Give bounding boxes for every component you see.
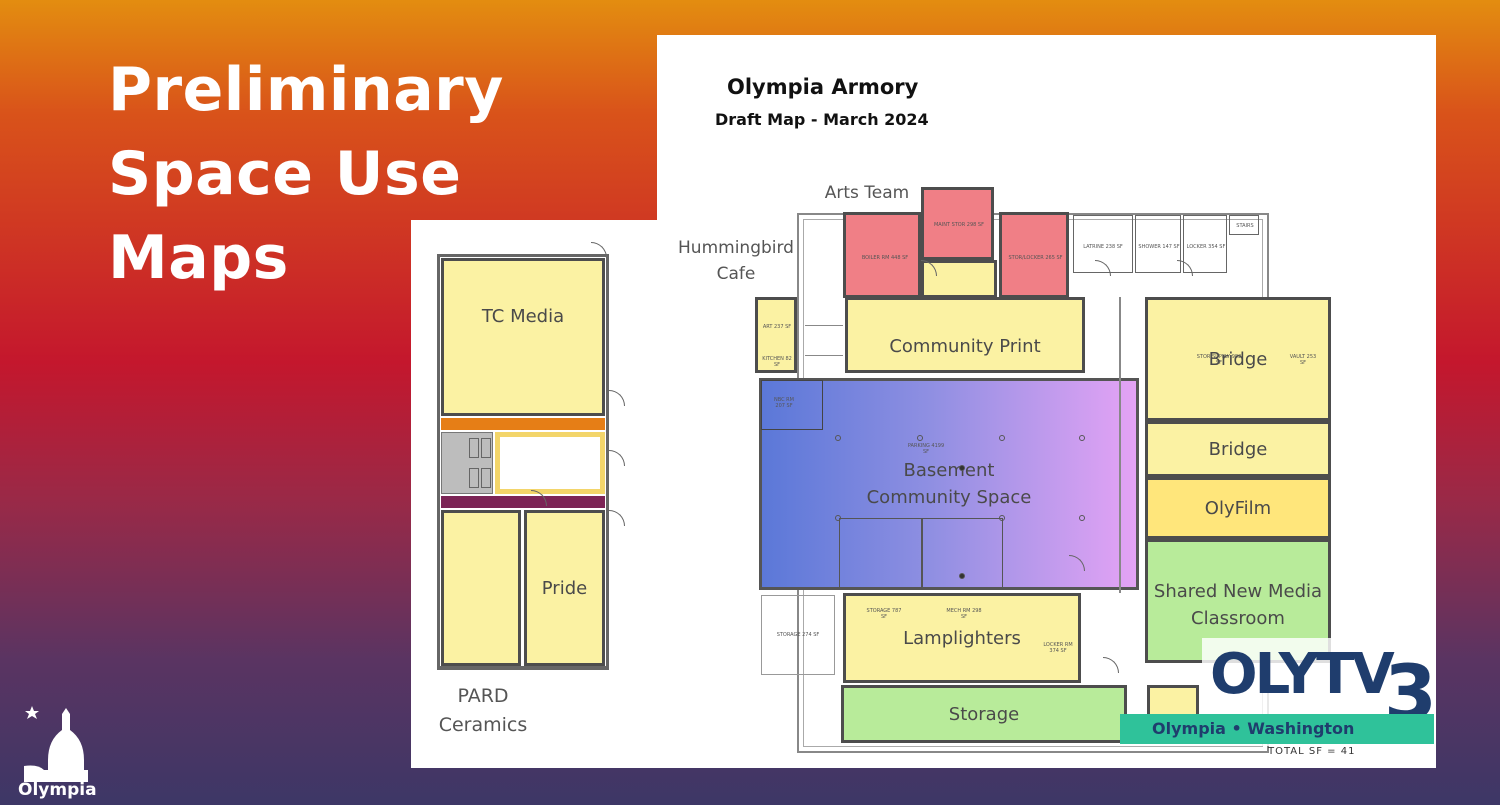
room-shower: SHOWER 147 SF [1135,215,1181,273]
room-storage-label: Storage [948,703,1020,725]
room-community-print-label: Community Print [889,335,1041,357]
room-basement-label-2: Community Space [866,487,1032,508]
slide-title-line-1: Preliminary [108,55,504,125]
left-map-panel: TC Media Pride PARD Ceramics [411,220,661,768]
room-bridge-1: Bridge STOR/SUPPLY 982 SF VAULT 253 SF [1145,297,1331,421]
slide-title-line-2: Space Use [108,139,462,209]
total-sf-label: TOTAL SF = 41 [1268,746,1356,757]
room-bridge-2-label: Bridge [1208,438,1268,460]
corridor-purple [441,496,605,508]
olytv-location-bar [1120,714,1434,744]
room-lamplighters: Lamplighters STORAGE 787 SF MECH RM 298 … [843,593,1081,683]
hummingbird-cafe-label: Hummingbird Cafe [678,238,794,284]
olytv-location: Olympia • Washington [1152,719,1355,738]
arts-team-label: Arts Team [824,183,910,203]
room-bridge-1-label: Bridge [1208,348,1268,370]
map-subtitle: Draft Map - March 2024 [715,110,929,129]
room-olyfilm: OlyFilm [1145,477,1331,539]
room-stor-locker: STOR/LOCKER 265 SF [999,212,1069,298]
room-storage-left: STORAGE 274 SF [761,595,835,675]
slide-title-line-3: Maps [108,223,289,293]
room-stairs: STAIRS [1229,215,1259,235]
pard-ceramics-label: PARD Ceramics [438,685,528,736]
room-boiler: BOILER RM 448 SF [843,212,921,298]
room-art: ART 237 SF KITCHEN 82 SF [755,297,797,373]
olytv-brand: OLYTV [1210,642,1395,707]
olympia-logo-text: Olympia [18,780,97,800]
map-title: Olympia Armory [727,75,919,99]
hall-space [495,432,605,494]
room-tc-media-label: TC Media [481,306,565,327]
room-shared-media-label-1: Shared New Media [1153,581,1323,602]
olytv-watermark: OLYTV 3 Olympia • Washington [1120,638,1437,746]
room-tc-media: TC Media [441,258,605,416]
room-locker: LOCKER 354 SF [1183,215,1227,273]
slide-title: Preliminary Space Use Maps [108,48,528,300]
corridor-orange [441,418,605,430]
olympia-logo: Olympia [18,700,102,800]
room-bridge-2: Bridge [1145,421,1331,477]
room-maint-stor-top: MAINT STOR 298 SF [921,187,994,260]
room-pride-label: Pride [541,577,588,599]
room-storage: Storage [841,685,1127,743]
restroom-area [441,432,493,494]
capitol-dome-icon [24,706,88,782]
room-basement-label-1: Basement [903,460,995,481]
room-community-print: Community Print [845,297,1085,373]
room-lamplighters-label: Lamplighters [903,627,1021,649]
room-pride: Pride [524,510,605,666]
room-olyfilm-label: OlyFilm [1204,497,1272,519]
room-shared-media-label-2: Classroom [1191,608,1285,629]
room-left-studio [441,510,521,666]
